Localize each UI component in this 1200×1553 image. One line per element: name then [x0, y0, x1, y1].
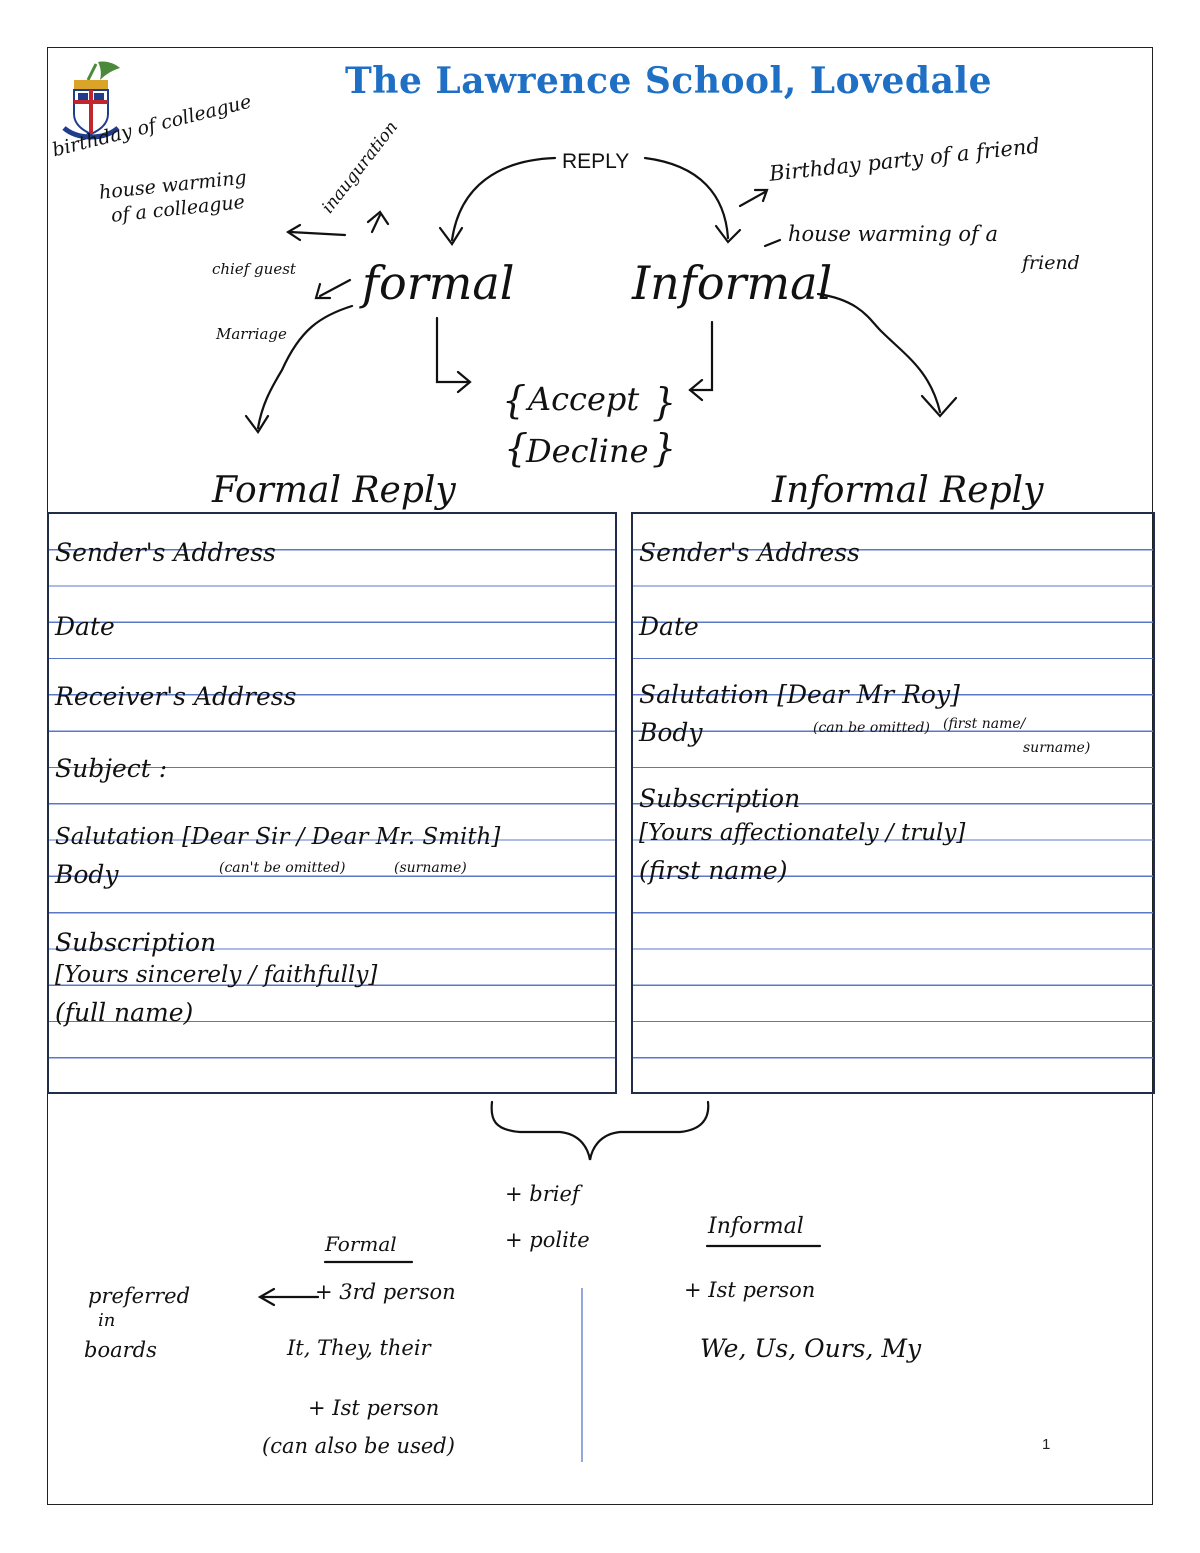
formal-body: Body — [55, 860, 119, 889]
informal-point-first-person: + Ist person — [684, 1278, 816, 1302]
informal-reply-heading: Informal Reply — [772, 470, 1044, 511]
brace-left: { — [502, 378, 527, 422]
formal-point-third-person: + 3rd person — [315, 1280, 456, 1304]
school-crest-icon — [62, 61, 120, 140]
informal-note-surname: surname) — [1023, 740, 1091, 756]
formal-reply-box: Sender's Address Date Receiver's Address… — [47, 512, 617, 1094]
informal-subscription: Subscription — [639, 784, 801, 813]
informal-senders-address: Sender's Address — [639, 538, 860, 567]
formal-point-pronouns: It, They, their — [287, 1336, 431, 1360]
informal-date: Date — [639, 612, 699, 641]
formal-reply-heading: Formal Reply — [212, 470, 456, 511]
formal-date: Date — [55, 612, 115, 641]
brace-left-lower: { — [504, 426, 529, 470]
informal-reply-box: Sender's Address Date Salutation [Dear M… — [631, 512, 1155, 1094]
informal-body: Body — [639, 718, 703, 747]
formal-point-also-used: (can also be used) — [262, 1434, 455, 1458]
formal-note-surname: (surname) — [394, 860, 467, 876]
occasion-house-warming-friend: house warming of a — [788, 222, 998, 246]
reply-label: REPLY — [562, 150, 630, 173]
formal-salutation: Salutation [Dear Sir / Dear Mr. Smith] — [55, 824, 501, 850]
side-note-in: in — [98, 1310, 116, 1331]
informal-note-can-omit: (can be omitted) — [813, 720, 930, 736]
formal-closing: [Yours sincerely / faithfully] — [55, 962, 378, 988]
formal-full-name: (full name) — [55, 998, 194, 1027]
informal-note-first-name: (first name/ — [943, 716, 1026, 732]
school-title: The Lawrence School, Lovedale — [345, 60, 993, 102]
page-number: 1 — [1042, 1436, 1051, 1453]
informal-closing: [Yours affectionately / truly] — [639, 820, 966, 846]
informal-node: Informal — [632, 256, 833, 310]
occasion-chief-guest: chief guest — [212, 260, 296, 278]
informal-point-pronouns: We, Us, Ours, My — [700, 1334, 922, 1363]
informal-salutation: Salutation [Dear Mr Roy] — [639, 680, 960, 709]
occasion-friend: friend — [1022, 252, 1080, 274]
formal-senders-address: Sender's Address — [55, 538, 276, 567]
formal-note-cant-omit: (can't be omitted) — [219, 860, 346, 876]
common-brief: + brief — [505, 1182, 580, 1206]
formal-subscription: Subscription — [55, 928, 217, 957]
accept-option: Accept — [528, 380, 640, 418]
decline-option: Decline — [526, 432, 649, 470]
common-polite: + polite — [505, 1228, 590, 1252]
formal-point-first-person: + Ist person — [308, 1396, 440, 1420]
side-note-boards: boards — [84, 1338, 157, 1362]
brace-right: } — [652, 380, 677, 424]
informal-first-name: (first name) — [639, 856, 788, 885]
formal-summary-heading: Formal — [325, 1232, 397, 1256]
side-note-preferred: preferred — [88, 1284, 191, 1308]
informal-summary-heading: Informal — [708, 1214, 804, 1239]
formal-receivers-address: Receiver's Address — [55, 682, 297, 711]
formal-subject: Subject : — [55, 754, 168, 783]
brace-right-lower: } — [652, 426, 677, 470]
occasion-marriage: Marriage — [216, 325, 287, 343]
formal-node: formal — [362, 256, 515, 310]
